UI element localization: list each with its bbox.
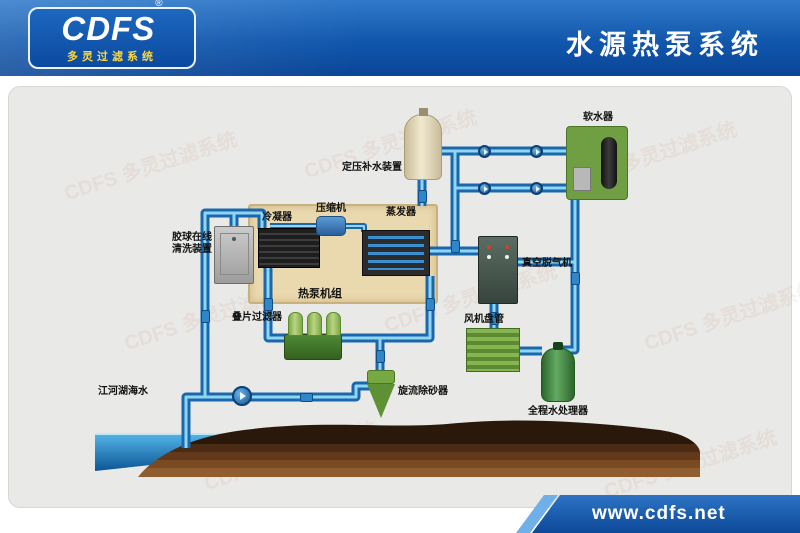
flow-arrow-icon: [240, 392, 246, 400]
pipe-joint: [300, 393, 313, 402]
registered-mark: ®: [155, 0, 163, 9]
label-ball-cleaning-line1: 胶球在线: [172, 232, 212, 243]
label-cyclone: 旋流除砂器: [398, 386, 448, 397]
tank-nozzle: [419, 108, 428, 116]
label-heat-pump-unit: 热泵机组: [298, 288, 342, 300]
label-fan-coil: 风机盘管: [464, 314, 504, 325]
degasser-lamp: [487, 255, 491, 259]
company-logo: CDFS® 多灵过滤系统: [28, 0, 196, 69]
label-compressor: 压缩机: [316, 203, 346, 214]
label-vacuum-degasser: 真空脱气机: [522, 258, 572, 269]
footer-ribbon: www.cdfs.net: [532, 495, 800, 533]
flow-arrow-icon: [535, 148, 540, 155]
fan-coil-unit: [466, 328, 520, 372]
pressure-makeup-tank: [404, 108, 442, 180]
logo-subtitle: 多灵过滤系统: [67, 51, 157, 63]
water-softener: [566, 126, 628, 200]
softener-cylinder: [601, 137, 617, 189]
vacuum-degasser-cabinet: [478, 236, 518, 304]
pump-icon: [232, 386, 252, 406]
label-ball-cleaning-line2: 清洗装置: [172, 244, 212, 255]
logo-brand-row: CDFS®: [61, 0, 162, 47]
disc-filter-cylinder: [326, 312, 341, 336]
pipe-joint: [264, 298, 273, 311]
water-processor-tank: [541, 342, 575, 402]
compressor-block: [316, 216, 346, 236]
flow-arrow-icon: [483, 185, 488, 192]
label-evaporator: 蒸发器: [386, 207, 416, 218]
degasser-lamp: [505, 255, 509, 259]
pump-icon: [530, 145, 543, 158]
pipe-joint: [418, 190, 427, 203]
ball-cleaning-cabinet: [214, 226, 254, 284]
label-softener: 软水器: [583, 112, 613, 123]
disc-filter-base: [284, 334, 342, 360]
label-condenser: 冷凝器: [262, 212, 292, 223]
pipe-joint: [426, 298, 435, 311]
site-url: www.cdfs.net: [592, 503, 726, 524]
cyclone-separator-head: [367, 370, 395, 384]
evaporator-block: [362, 230, 430, 276]
label-ball-cleaning: 胶球在线 清洗装置: [160, 232, 212, 256]
cabinet-indicator: [232, 237, 236, 241]
disc-filter-cylinder: [307, 312, 322, 336]
flow-arrow-icon: [535, 185, 540, 192]
pump-icon: [478, 145, 491, 158]
header-banner: CDFS® 多灵过滤系统 水源热泵系统: [0, 0, 800, 76]
flow-arrow-icon: [483, 148, 488, 155]
label-disc-filter: 叠片过滤器: [232, 312, 282, 323]
condenser-block: [258, 228, 320, 268]
processor-valve: [553, 342, 563, 350]
cyclone-separator-cone: [367, 384, 395, 418]
pump-icon: [530, 182, 543, 195]
label-river-water: 江河湖海水: [98, 386, 148, 397]
degasser-lamp: [505, 245, 509, 249]
pump-icon: [478, 182, 491, 195]
pipe-joint: [201, 310, 210, 323]
pipe-joint: [451, 240, 460, 253]
label-water-processor: 全程水处理器: [528, 406, 588, 417]
page-title: 水源热泵系统: [566, 30, 764, 60]
softener-brine-box: [573, 167, 591, 191]
disc-filter-cylinder: [288, 312, 303, 336]
pipe-joint: [376, 350, 385, 363]
degasser-lamp: [487, 245, 491, 249]
label-pressure-tank: 定压补水装置: [342, 162, 402, 173]
pipe-joint: [571, 272, 580, 285]
evaporator-coil: [368, 236, 424, 270]
logo-brand-text: CDFS: [61, 10, 156, 47]
